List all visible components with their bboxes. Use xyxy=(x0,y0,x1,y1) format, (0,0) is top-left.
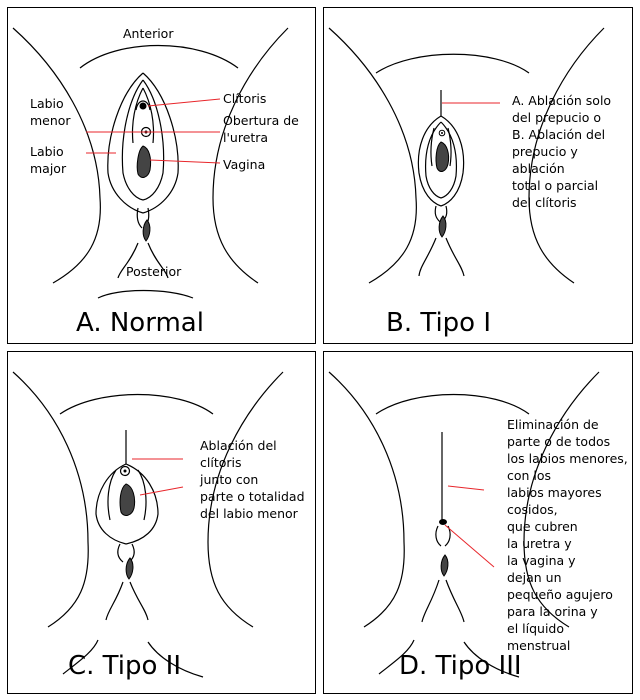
label-uretra: Obertura de l'uretra xyxy=(223,113,299,145)
panel-tipo-3: Eliminación de parte o de todos los labi… xyxy=(323,351,633,694)
diagram-normal xyxy=(12,27,289,299)
label-labio-menor: Labio menor xyxy=(30,96,71,128)
panel-tipo-2: Ablación del clítoris junto con parte o … xyxy=(7,351,316,694)
diagram-tipo-3 xyxy=(328,371,600,678)
description-tipo-1: A. Ablación solo del prepucio o B. Ablac… xyxy=(512,93,612,210)
description-tipo-3: Eliminación de parte o de todos los labi… xyxy=(507,417,628,653)
panel-tipo-1: A. Ablación solo del prepucio o B. Ablac… xyxy=(323,7,633,344)
diagram-tipo-2 xyxy=(12,371,284,678)
label-posterior: Posterior xyxy=(126,264,182,279)
label-clitoris: Clítoris xyxy=(223,91,267,106)
label-anterior: Anterior xyxy=(123,26,174,41)
label-vagina: Vagina xyxy=(223,157,266,172)
label-labio-major: Labio major xyxy=(30,144,67,176)
panel-title-tipo-1: B. Tipo I xyxy=(386,308,492,338)
panel-title-tipo-3: D. Tipo III xyxy=(399,651,522,681)
description-tipo-2: Ablación del clítoris junto con parte o … xyxy=(200,438,305,521)
diagram-tipo-1 xyxy=(328,27,605,284)
panel-normal: Anterior Labio menor Labio major Clítori… xyxy=(7,7,316,344)
panel-title-tipo-2: C. Tipo II xyxy=(68,651,182,681)
panel-title-normal: A. Normal xyxy=(76,308,204,338)
